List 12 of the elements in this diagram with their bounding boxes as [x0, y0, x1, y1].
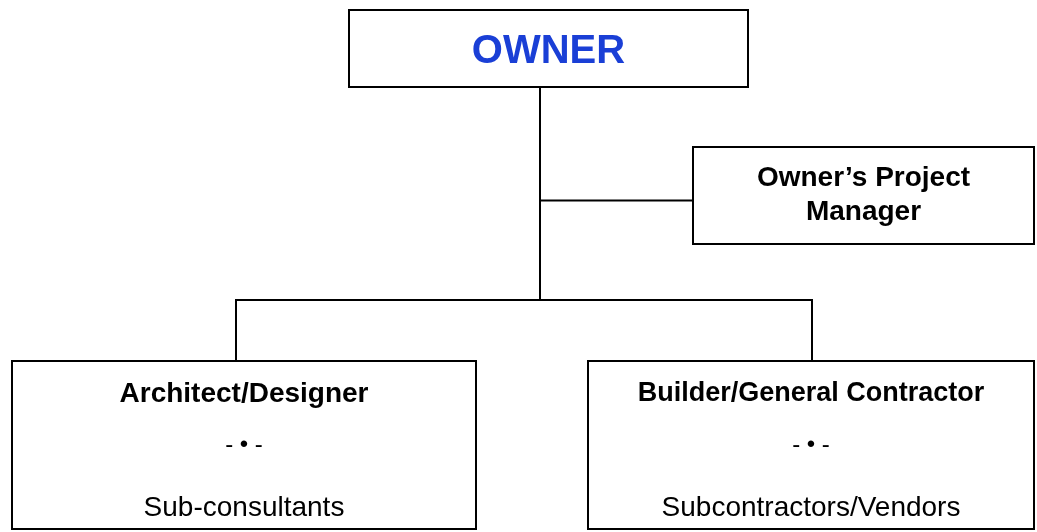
separator-text: - • - [225, 430, 263, 459]
role-title: Owner’s Project Manager [755, 160, 972, 228]
role-box [692, 146, 1035, 245]
owner-title: OWNER [471, 26, 626, 73]
separator-text: - • - [792, 430, 830, 459]
role-title: Builder/General Contractor [637, 376, 985, 409]
role-title: Architect/Designer [119, 376, 369, 410]
sub-role-text: Sub-consultants [143, 490, 345, 524]
owner-box [348, 9, 749, 88]
role-box [587, 360, 1035, 530]
sub-role-text: Subcontractors/Vendors [661, 490, 961, 524]
role-box [11, 360, 477, 530]
